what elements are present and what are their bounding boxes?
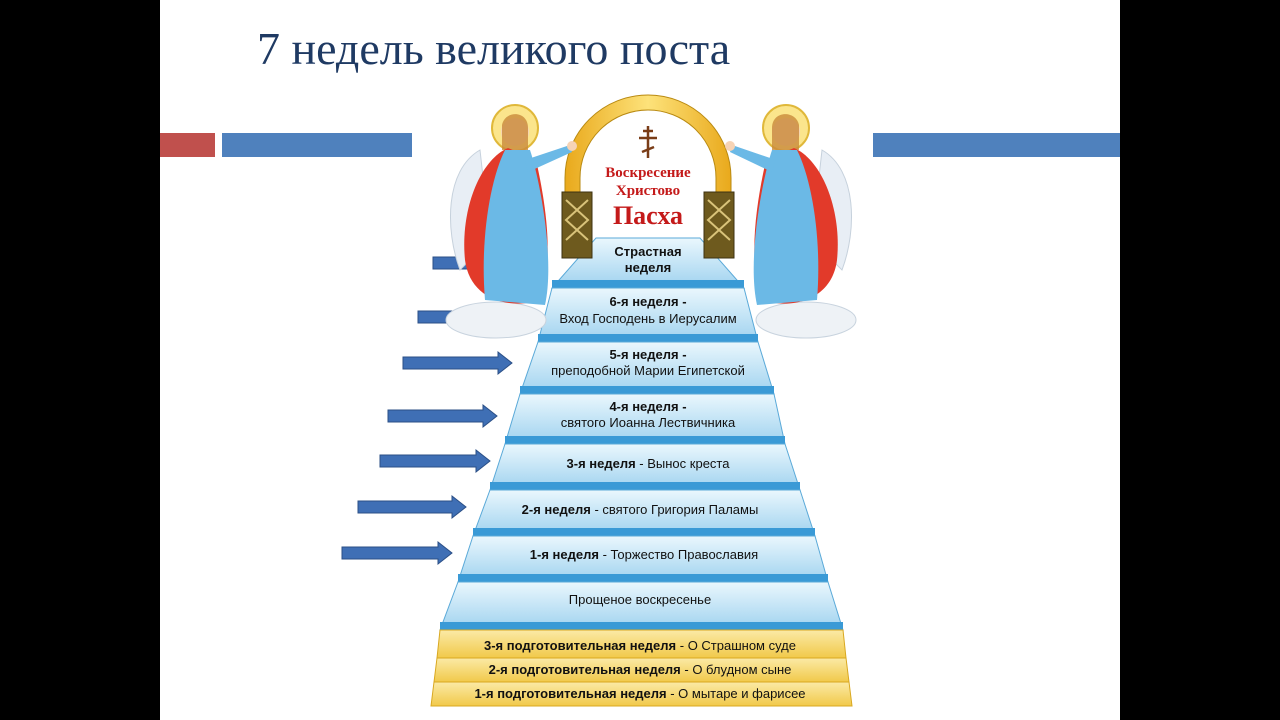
arrow-icon bbox=[402, 350, 513, 376]
stair-step: 4-я неделя -святого Иоанна Лествичника bbox=[504, 393, 786, 445]
step-label: Страстная bbox=[614, 244, 681, 259]
step-label-bold: 1-я подготовительная неделя bbox=[474, 686, 666, 701]
stair-step: 5-я неделя -преподобной Марии Египетской bbox=[519, 341, 775, 395]
step-label-rest: - Торжество Православия bbox=[599, 547, 758, 562]
arch-line1: Воскресение bbox=[605, 165, 691, 181]
step-label-bold: 1-я неделя bbox=[530, 547, 599, 562]
step-label-rest: - bbox=[679, 294, 687, 309]
step-label-bold: 3-я подготовительная неделя bbox=[484, 638, 676, 653]
right-pillar bbox=[703, 191, 735, 259]
step-label-rest: - bbox=[679, 399, 687, 414]
step-label-bold: Страстная bbox=[614, 244, 681, 259]
step-label: 4-я неделя - bbox=[609, 399, 686, 414]
step-label-line2: преподобной Марии Египетской bbox=[551, 363, 745, 378]
accent-bar-blue-left bbox=[222, 133, 412, 157]
orthodox-cross-icon bbox=[639, 126, 657, 158]
stair-step: 2-я неделя - святого Григория Паламы bbox=[472, 489, 816, 537]
stair-step: 3-я неделя - Вынос креста bbox=[489, 443, 801, 491]
step-label-rest: - Вынос креста bbox=[636, 456, 731, 471]
step-label: 3-я неделя - Вынос креста bbox=[567, 456, 731, 471]
accent-bar-red bbox=[160, 133, 215, 157]
step-label: 2-я подготовительная неделя - О блудном … bbox=[489, 662, 792, 677]
step-label-line2: Вход Господень в Иерусалим bbox=[559, 311, 736, 326]
step-label: 6-я неделя - bbox=[609, 294, 686, 309]
step-label-bold: 5-я неделя bbox=[609, 347, 678, 362]
left-pillar bbox=[561, 191, 593, 259]
step-label: Прощеное воскресенье bbox=[569, 592, 711, 607]
stair-step: 2-я подготовительная неделя - О блудном … bbox=[433, 657, 850, 683]
arch-line2: Христово bbox=[616, 183, 680, 199]
angel-icon bbox=[445, 104, 577, 339]
slide-title: 7 недель великого поста bbox=[257, 23, 731, 74]
step-label-rest: Прощеное воскресенье bbox=[569, 592, 711, 607]
step-label-rest: - bbox=[679, 347, 687, 362]
easter-arch: Воскресение Христово Пасха bbox=[561, 94, 735, 259]
step-label: 3-я подготовительная неделя - О Страшном… bbox=[484, 638, 796, 653]
step-label-bold: 2-я подготовительная неделя bbox=[489, 662, 681, 677]
step-label-rest: - святого Григория Паламы bbox=[591, 502, 759, 517]
step-label-rest: - О блудном сыне bbox=[681, 662, 792, 677]
arrow-icon bbox=[341, 540, 453, 566]
step-label-line2: святого Иоанна Лествичника bbox=[561, 415, 736, 430]
step-label-bold: 6-я неделя bbox=[609, 294, 678, 309]
step-label-rest: - О Страшном суде bbox=[676, 638, 796, 653]
angel-icon bbox=[725, 104, 857, 339]
step-label-bold: 3-я неделя bbox=[567, 456, 636, 471]
step-label: 2-я неделя - святого Григория Паламы bbox=[522, 502, 759, 517]
step-label: 1-я подготовительная неделя - О мытаре и… bbox=[474, 686, 805, 701]
stair-step: 1-я неделя - Торжество Православия bbox=[457, 535, 829, 583]
step-label: 1-я неделя - Торжество Православия bbox=[530, 547, 758, 562]
step-label: 5-я неделя - bbox=[609, 347, 686, 362]
accent-bar-blue-right bbox=[873, 133, 1120, 157]
arch-line3: Пасха bbox=[613, 201, 683, 230]
stair-step: Прощеное воскресенье bbox=[439, 581, 844, 631]
step-label-rest: - О мытаре и фарисее bbox=[667, 686, 806, 701]
stair-step: 3-я подготовительная неделя - О Страшном… bbox=[436, 629, 847, 659]
arrow-icon bbox=[379, 448, 491, 474]
step-label-bold: 2-я неделя bbox=[522, 502, 591, 517]
step-label-bold: 4-я неделя bbox=[609, 399, 678, 414]
step-label-line2: неделя bbox=[625, 260, 671, 275]
arrow-icon bbox=[387, 403, 498, 429]
stair-step: 6-я неделя - Вход Господень в Иерусалим bbox=[537, 287, 759, 343]
arrow-icon bbox=[357, 494, 467, 520]
stair-step: 1-я подготовительная неделя - О мытаре и… bbox=[430, 681, 853, 707]
